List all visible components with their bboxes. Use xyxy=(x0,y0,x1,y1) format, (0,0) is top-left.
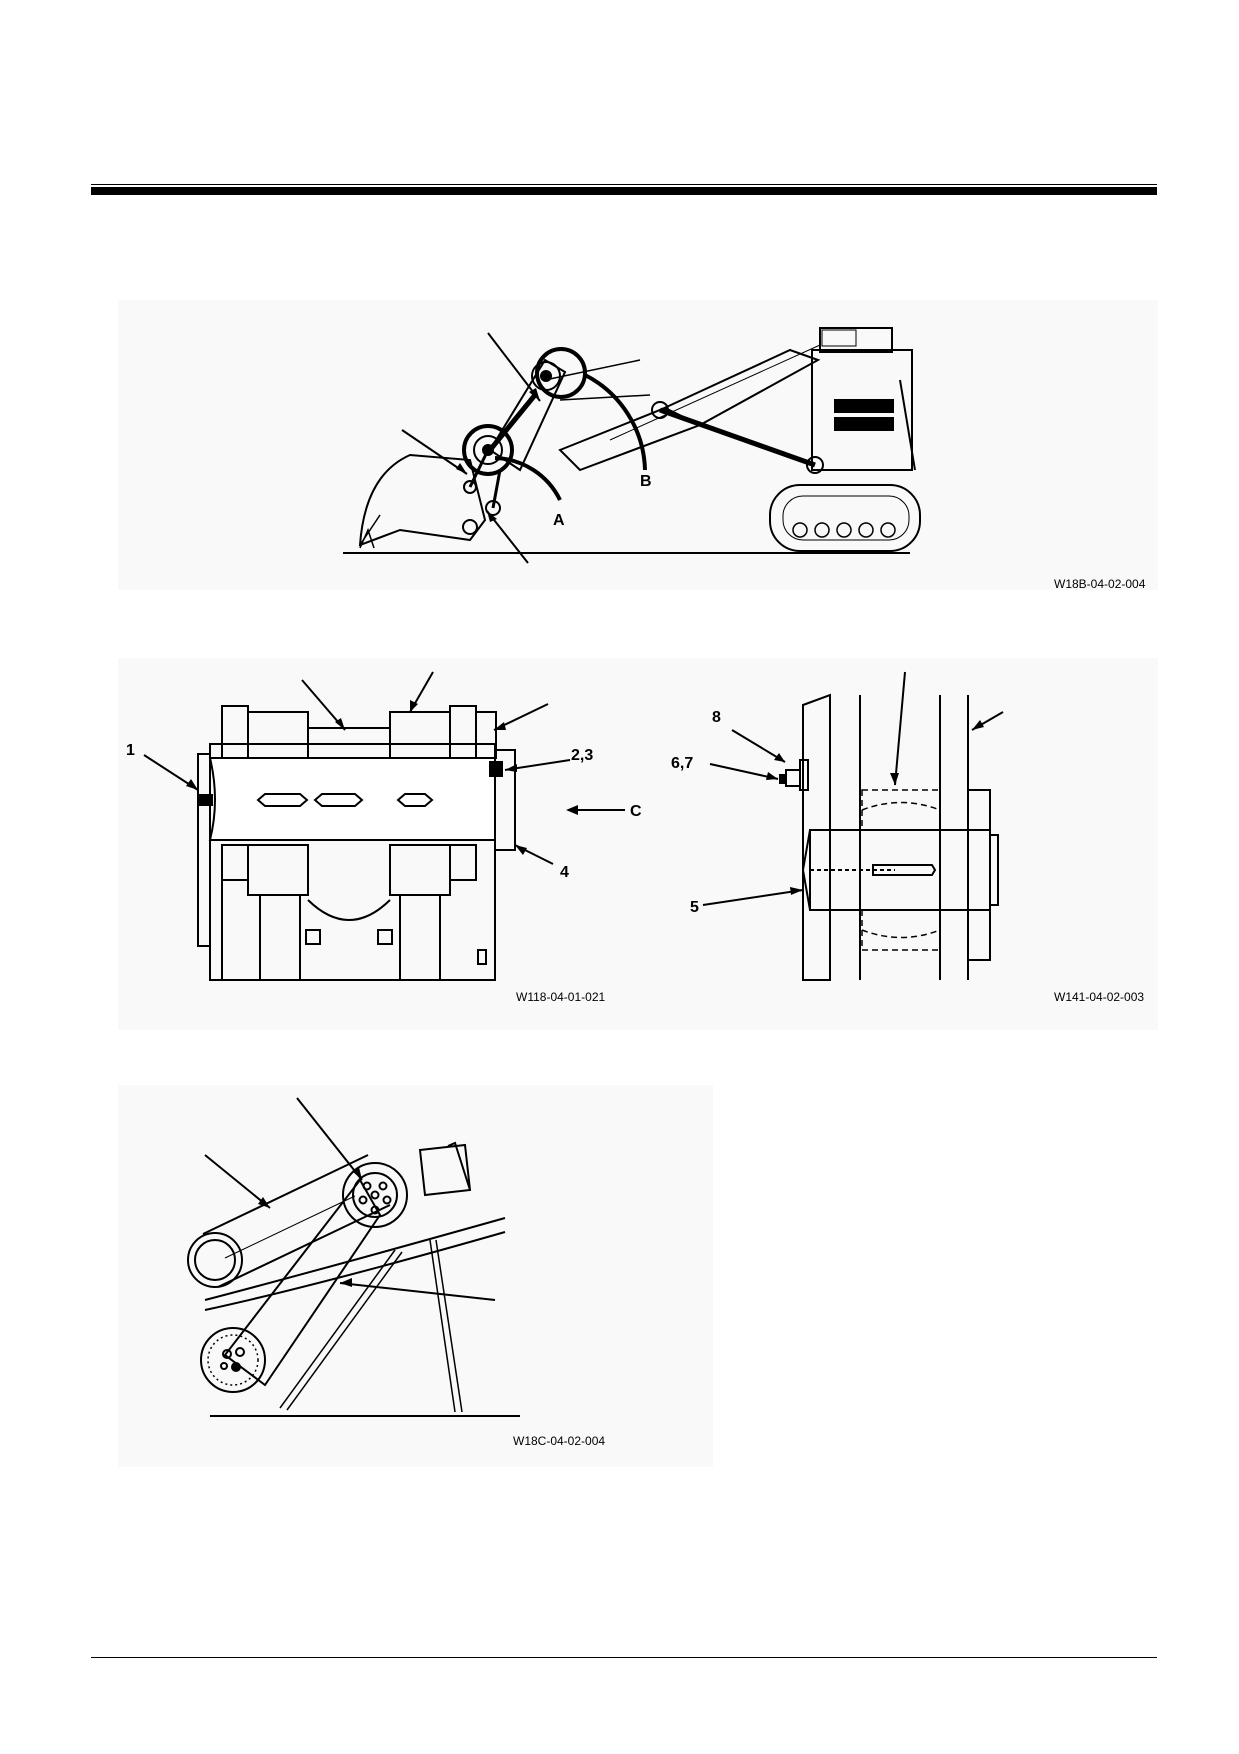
figure-code-link-detail: W18C-04-02-004 xyxy=(513,1434,606,1448)
figure-panel-top xyxy=(118,300,1158,590)
callout-5: 5 xyxy=(690,899,699,916)
figure-code-pin-side: W141-04-02-003 xyxy=(1054,990,1145,1004)
callout-6-7: 6,7 xyxy=(671,755,693,772)
figure-code-pin-assembly: W118-04-01-021 xyxy=(516,990,606,1004)
callout-b: B xyxy=(640,473,652,490)
figure-code-excavator: W18B-04-02-004 xyxy=(1054,577,1146,591)
callout-2-3: 2,3 xyxy=(571,747,593,764)
callout-8: 8 xyxy=(712,709,721,726)
callout-1: 1 xyxy=(126,742,135,759)
callout-4: 4 xyxy=(560,864,569,881)
header-rule-thin xyxy=(91,184,1157,185)
figure-panel-bottom xyxy=(118,1085,713,1467)
header-rule xyxy=(91,187,1157,195)
callout-c: C xyxy=(630,803,642,820)
footer-rule xyxy=(91,1657,1157,1658)
callout-a: A xyxy=(553,512,565,529)
